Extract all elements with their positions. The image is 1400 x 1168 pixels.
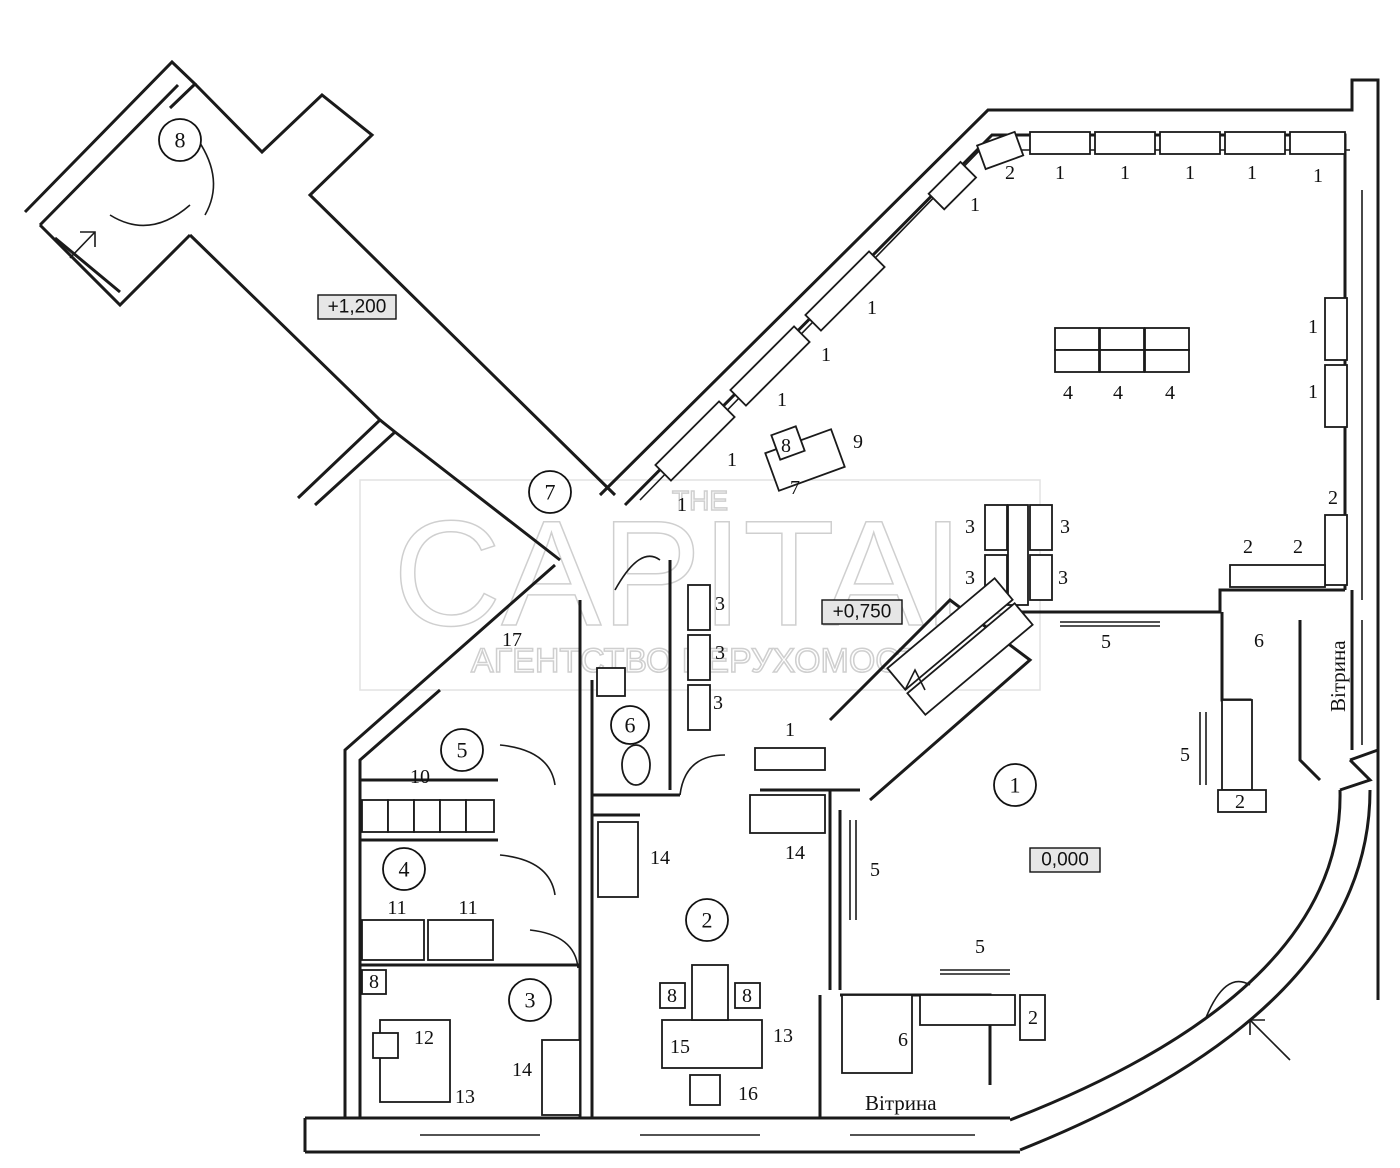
label: 1 [1055, 162, 1065, 184]
label: 5 [1101, 631, 1111, 653]
room-numbers: 1 2 3 4 5 6 7 8 [158, 118, 1037, 1022]
label: 8 [742, 985, 752, 1007]
label: 7 [790, 477, 800, 499]
walls [23, 59, 1380, 1154]
display-rails [849, 621, 1207, 975]
room-number-8: 8 [175, 128, 186, 153]
watermark-main: CAPITAL [393, 489, 1007, 657]
label: 2 [1028, 1007, 1038, 1029]
label: 6 [898, 1029, 908, 1051]
label: 12 [414, 1027, 434, 1049]
label: 11 [458, 897, 477, 919]
vitrina-labels: Вітрина Вітрина [865, 640, 1350, 1115]
watermark-top: THE [672, 485, 728, 516]
entrance-arrows [69, 231, 1291, 1061]
level-marks: +1,200 +0,750 0,000 [317, 294, 1101, 873]
label: 2 [1243, 536, 1253, 558]
label: 11 [387, 897, 406, 919]
label: 1 [970, 194, 980, 216]
label: 3 [1060, 516, 1070, 538]
label: 2 [1005, 162, 1015, 184]
label: 1 [727, 449, 737, 471]
label: 1 [1247, 162, 1257, 184]
label: 1 [785, 719, 795, 741]
label: 1 [777, 389, 787, 411]
label: 14 [650, 847, 670, 869]
label: 17 [502, 629, 522, 651]
label: 1 [1185, 162, 1195, 184]
label: 8 [781, 435, 791, 457]
label: 1 [1308, 381, 1318, 403]
label: 6 [1254, 630, 1264, 652]
vitrina-right: Вітрина [1326, 640, 1350, 712]
label: 3 [715, 593, 725, 615]
windows [420, 190, 1363, 1136]
label: 1 [1308, 316, 1318, 338]
room-number-2: 2 [702, 908, 713, 933]
label: 1 [1120, 162, 1130, 184]
label: 4 [1063, 382, 1073, 404]
label: 1 [821, 344, 831, 366]
label: 4 [1113, 382, 1123, 404]
label: 4 [1165, 382, 1175, 404]
label: 5 [975, 936, 985, 958]
label: 3 [715, 642, 725, 664]
vitrina-bottom: Вітрина [865, 1091, 937, 1115]
room-number-3: 3 [525, 988, 536, 1013]
label: 16 [738, 1083, 758, 1105]
label: 14 [785, 842, 805, 864]
label: 8 [369, 971, 379, 993]
level-0750: +0,750 [833, 602, 892, 623]
label: 2 [1293, 536, 1303, 558]
label: 3 [713, 692, 723, 714]
label: 13 [455, 1086, 475, 1108]
room-number-7: 7 [545, 480, 556, 505]
label: 1 [867, 297, 877, 319]
room-number-1: 1 [1010, 773, 1021, 798]
label: 2 [1328, 487, 1338, 509]
label: 5 [1180, 744, 1190, 766]
room-number-5: 5 [457, 738, 468, 763]
label: 14 [512, 1059, 532, 1081]
room-number-6: 6 [625, 713, 636, 738]
doors [109, 139, 1251, 1021]
label: 15 [670, 1036, 690, 1058]
furniture-labels: 1 1 1 1 1 1 2 1 1 1 1 1 1 1 4 4 4 9 7 8 … [369, 162, 1338, 1108]
level-1200: +1,200 [328, 297, 387, 318]
label: 2 [1235, 791, 1245, 813]
label: 10 [410, 766, 430, 788]
level-0000: 0,000 [1041, 850, 1089, 871]
label: 3 [1058, 567, 1068, 589]
label: 3 [965, 516, 975, 538]
label: 3 [965, 567, 975, 589]
label: 13 [773, 1025, 793, 1047]
label: 9 [853, 431, 863, 453]
label: 1 [677, 494, 687, 516]
room-number-4: 4 [399, 857, 410, 882]
label: 5 [870, 859, 880, 881]
furniture [361, 130, 1348, 1116]
label: 1 [1313, 165, 1323, 187]
label: 8 [667, 985, 677, 1007]
